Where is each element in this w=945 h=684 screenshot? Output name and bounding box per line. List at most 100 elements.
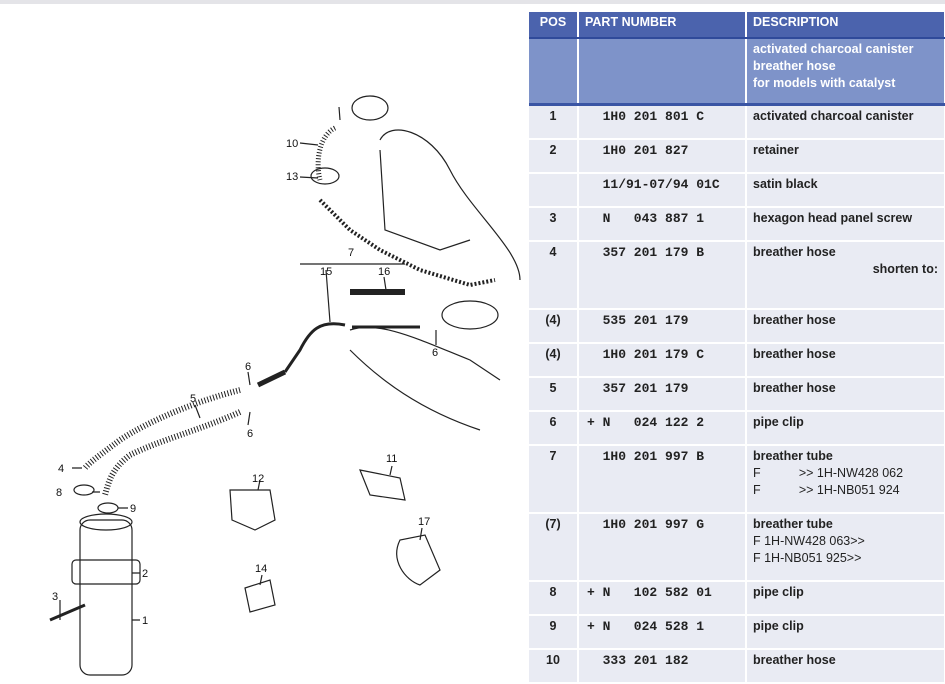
description-line: breather hose <box>753 381 836 395</box>
description-line: breather hose <box>753 245 836 259</box>
parts-exploded-diagram: 1 2 3 4 5 6 6 6 7 8 9 10 11 12 13 14 15 … <box>49 95 521 676</box>
description-cell: pipe clip <box>746 581 945 616</box>
description-line: activated charcoal canister <box>753 109 914 123</box>
pos-cell: (7) <box>529 513 579 582</box>
breather-hose-5 <box>102 409 242 496</box>
description-line: satin black <box>753 177 818 191</box>
callout-2: 2 <box>142 568 148 580</box>
callout-6c: 6 <box>432 347 438 359</box>
table-row[interactable]: 11/91-07/94 01C satin black <box>529 173 945 208</box>
part-number-cell[interactable]: 333 201 182 <box>578 649 747 684</box>
description-cell: breather hose <box>746 309 945 344</box>
pos-cell: 6 <box>529 411 579 446</box>
charcoal-canister <box>79 519 133 676</box>
table-row[interactable]: 1 1H0 201 801 C activated charcoal canist… <box>529 104 945 140</box>
callout-12: 12 <box>252 473 264 485</box>
description-cell: hexagon head panel screw <box>746 207 945 242</box>
breather-tube-7 <box>318 198 496 288</box>
description-line: pipe clip <box>753 585 804 599</box>
pos-cell: 1 <box>529 104 579 140</box>
description-cell: breather tube F >> 1H-NW428 062 F >> 1H-NB… <box>746 445 945 514</box>
callout-4: 4 <box>58 463 64 475</box>
callout-6b: 6 <box>247 428 253 440</box>
part-number-cell[interactable]: 1H0 201 997 G <box>578 513 747 582</box>
callout-15: 15 <box>320 266 332 278</box>
top-border <box>0 0 945 4</box>
group-description: activated charcoal canister breather hos… <box>746 38 945 106</box>
callout-16: 16 <box>378 266 390 278</box>
callout-5: 5 <box>190 393 196 405</box>
parts-table: POS PART NUMBER DESCRIPTION activated ch… <box>529 12 945 684</box>
table-row[interactable]: 8+ N 102 582 01 pipe clip <box>529 581 945 616</box>
description-cell: breather hose <box>746 377 945 412</box>
description-line: breather tube <box>753 449 833 463</box>
part-number-cell[interactable]: + N 024 122 2 <box>578 411 747 446</box>
group-row: activated charcoal canister breather hos… <box>529 38 945 106</box>
part-number-cell[interactable]: 1H0 201 997 B <box>578 445 747 514</box>
part-number-cell[interactable]: 357 201 179 B <box>578 241 747 310</box>
description-cell: pipe clip <box>746 615 945 650</box>
pos-cell: 4 <box>529 241 579 310</box>
pos-cell: 8 <box>529 581 579 616</box>
pos-cell: 5 <box>529 377 579 412</box>
part-number-cell[interactable]: 1H0 201 827 <box>578 139 747 174</box>
description-line: retainer <box>753 143 799 157</box>
description-line: breather hose <box>753 347 836 361</box>
table-row[interactable]: 4 357 201 179 B breather hose shorten to: <box>529 241 945 310</box>
callout-10: 10 <box>286 138 298 150</box>
part-number-cell[interactable]: 357 201 179 <box>578 377 747 412</box>
pos-cell: 2 <box>529 139 579 174</box>
pos-cell <box>529 173 579 208</box>
description-cell: activated charcoal canister <box>746 104 945 140</box>
description-line: breather hose <box>753 313 836 327</box>
table-row[interactable]: 5 357 201 179 breather hose <box>529 377 945 412</box>
description-line: breather hose <box>753 653 836 667</box>
retainer <box>71 559 141 585</box>
part-number-cell[interactable]: + N 102 582 01 <box>578 581 747 616</box>
callout-14: 14 <box>255 563 267 575</box>
callout-11: 11 <box>386 453 397 465</box>
description-line: F >> 1H-NW428 062 <box>753 466 904 480</box>
clip-14 <box>244 579 276 613</box>
clip-12 <box>229 489 276 531</box>
table-row[interactable]: 6+ N 024 122 2 pipe clip <box>529 411 945 446</box>
description-cell: pipe clip <box>746 411 945 446</box>
description-line: breather tube <box>753 517 833 531</box>
header-description: DESCRIPTION <box>746 12 945 39</box>
table-row[interactable]: (4) 1H0 201 179 C breather hose <box>529 343 945 378</box>
pos-cell: 9 <box>529 615 579 650</box>
screw <box>49 603 86 622</box>
part-number-cell[interactable]: N 043 887 1 <box>578 207 747 242</box>
filler-cap <box>351 95 389 121</box>
part-number-cell[interactable]: 11/91-07/94 01C <box>578 173 747 208</box>
clip-11 <box>359 469 406 501</box>
table-row[interactable]: (4) 535 201 179 breather hose <box>529 309 945 344</box>
part-number-cell[interactable]: + N 024 528 1 <box>578 615 747 650</box>
breather-hose-4 <box>82 387 241 471</box>
pos-cell: 3 <box>529 207 579 242</box>
callout-17: 17 <box>418 516 430 528</box>
description-cell: breather hose shorten to: <box>746 241 945 310</box>
callout-1: 1 <box>142 615 148 627</box>
callout-3: 3 <box>52 591 58 603</box>
description-cell: satin black <box>746 173 945 208</box>
description-line: pipe clip <box>753 415 804 429</box>
description-cell: retainer <box>746 139 945 174</box>
table-row[interactable]: 7 1H0 201 997 B breather tube F >> 1H-NW42… <box>529 445 945 514</box>
part-number-cell[interactable]: 1H0 201 179 C <box>578 343 747 378</box>
clip-17 <box>396 534 441 586</box>
pos-cell: (4) <box>529 343 579 378</box>
callout-9: 9 <box>130 503 136 515</box>
part-number-cell[interactable]: 1H0 201 801 C <box>578 104 747 140</box>
description-cell: breather hose <box>746 343 945 378</box>
pos-cell: (4) <box>529 309 579 344</box>
description-line: F >> 1H-NB051 924 <box>753 483 900 497</box>
shorten-note: shorten to: <box>872 262 938 276</box>
pos-cell: 7 <box>529 445 579 514</box>
table-row[interactable]: 2 1H0 201 827 retainer <box>529 139 945 174</box>
part-number-cell[interactable]: 535 201 179 <box>578 309 747 344</box>
